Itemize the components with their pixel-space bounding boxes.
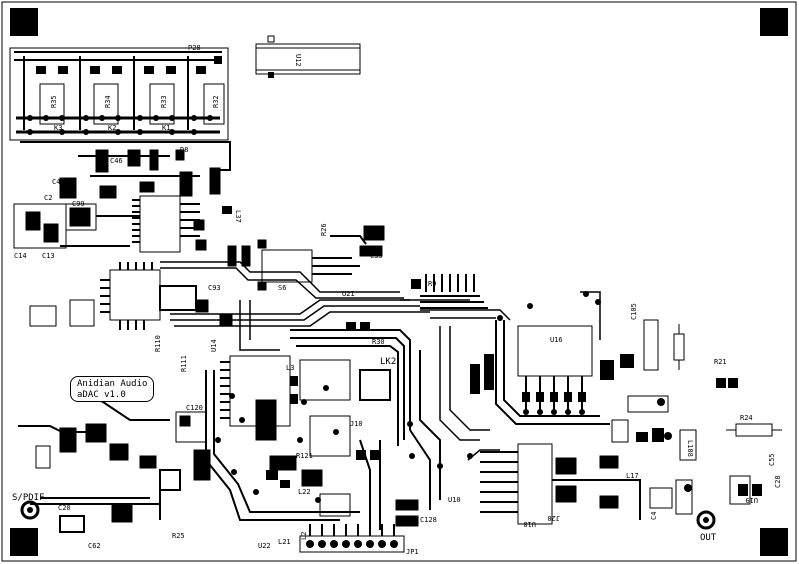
label-r120: R120 [278, 460, 295, 468]
label-u21: U21 [342, 290, 355, 298]
label-k1: K1 [162, 124, 170, 132]
label-c93: C93 [208, 284, 221, 292]
corner-fiducial-tl [10, 8, 38, 36]
label-r26: R26 [320, 223, 328, 236]
label-c99: C99 [72, 200, 85, 208]
label-r24: R24 [740, 414, 753, 422]
label-l17: L17 [626, 472, 639, 480]
board-title-line1: Anidian Audio [77, 379, 148, 389]
label-u10: U10 [448, 496, 461, 504]
label-l3: L3 [286, 364, 294, 372]
spdif-connector [20, 500, 40, 520]
label-r35: R35 [50, 95, 58, 108]
component-s6 [227, 225, 385, 291]
power-section [59, 149, 221, 199]
label-c120: C120 [186, 404, 203, 412]
label-r34: R34 [104, 95, 112, 108]
label-c46: C46 [110, 157, 123, 165]
label-l2: L2 [300, 532, 308, 540]
label-r30: R30 [372, 338, 385, 346]
label-l22: L22 [298, 488, 311, 496]
label-u14: U14 [210, 339, 218, 352]
label-r32: R32 [212, 95, 220, 108]
relay-pads [27, 56, 222, 135]
label-u19: U19 [745, 496, 758, 504]
dac-pads [229, 322, 380, 503]
u16-pads [470, 354, 634, 415]
right-components [611, 319, 782, 515]
label-u16: U16 [550, 336, 563, 344]
label-j10: J10 [350, 420, 363, 428]
label-jp1: JP1 [406, 548, 419, 556]
label-lk2: LK2 [380, 357, 396, 367]
label-r25: R25 [172, 532, 185, 540]
label-k2: K2 [108, 124, 116, 132]
pad-l37 [222, 206, 232, 214]
label-r33: R33 [160, 95, 168, 108]
spdif-section [18, 399, 211, 533]
label-c128: C128 [420, 516, 437, 524]
label-j20: J20 [547, 514, 560, 522]
header-jp1-pins [306, 540, 398, 548]
component-u18 [480, 443, 673, 525]
component-u12 [255, 35, 361, 78]
label-c14: C14 [14, 252, 27, 260]
out-connector [696, 510, 716, 530]
label-c62: C62 [88, 542, 101, 550]
label-r110: R110 [154, 335, 162, 352]
label-l108: L108 [686, 440, 694, 457]
label-u22: U22 [258, 542, 271, 550]
label-u18: U18 [523, 520, 536, 528]
label-r21: R21 [714, 358, 727, 366]
label-c43: C43 [52, 178, 65, 186]
label-d8: D8 [180, 146, 188, 154]
label-c55: C55 [768, 453, 776, 466]
regulator-left [13, 203, 140, 249]
label-c28: C28 [774, 475, 782, 488]
misc-vias [215, 291, 601, 495]
board-title-line2: aDAC v1.0 [77, 390, 126, 400]
dac-area [205, 329, 441, 530]
label-spdif: S/PDIF [12, 493, 45, 503]
label-l21: L21 [278, 538, 291, 546]
corner-fiducial-bl [10, 528, 38, 556]
label-u12: U12 [294, 54, 302, 67]
corner-fiducial-tr [760, 8, 788, 36]
right-pads [636, 378, 762, 496]
misc-traces [400, 291, 601, 461]
label-c13: C13 [42, 252, 55, 260]
header-jp1 [299, 524, 405, 553]
label-c20: C20 [58, 504, 71, 512]
label-r9: R9 [428, 280, 436, 288]
label-l37: L37 [234, 210, 242, 223]
label-s6: S6 [278, 284, 286, 292]
board-title-box: Anidian Audio aDAC v1.0 [70, 376, 154, 402]
label-r111: R111 [180, 355, 188, 372]
label-c4: C4 [650, 512, 658, 520]
center-bus [411, 274, 488, 309]
label-c105: C105 [630, 303, 638, 320]
corner-fiducial-br [760, 528, 788, 556]
label-c2: C2 [44, 194, 52, 202]
label-k3: K3 [54, 124, 62, 132]
label-r121: R121 [296, 452, 313, 460]
label-out: OUT [700, 533, 717, 543]
label-p28: P28 [188, 44, 201, 52]
bus-traces-left [160, 261, 430, 351]
label-c35: C35 [370, 252, 383, 260]
